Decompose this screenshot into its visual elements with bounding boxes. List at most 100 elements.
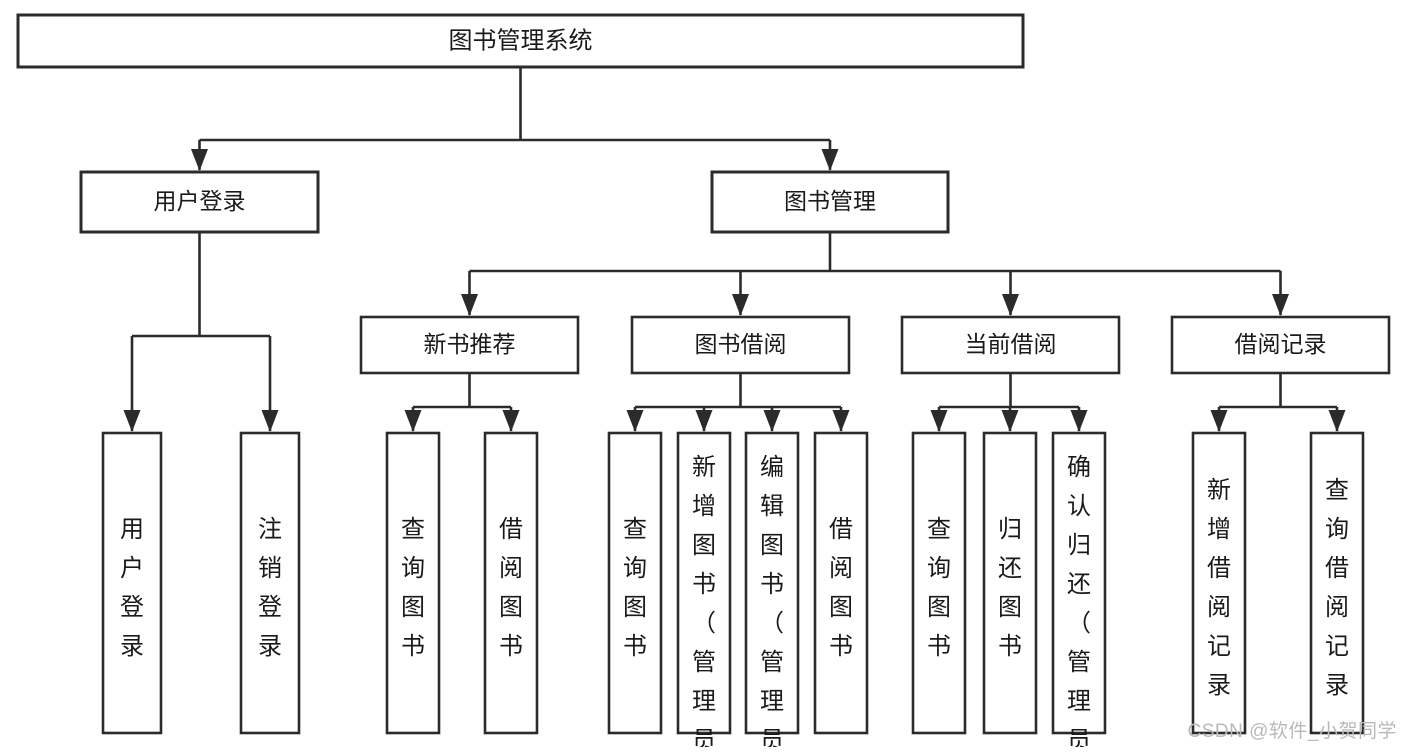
leaf-box-query-borrow-record[interactable] (1309, 431, 1365, 735)
arrow-head (123, 410, 141, 432)
leaf-label-char: 记 (1207, 633, 1231, 660)
leaf-label-char: 书 (499, 633, 523, 660)
leaf-label-char: 图 (760, 532, 784, 559)
leaf-box-borrow-book-2[interactable] (813, 431, 869, 735)
arrow-head (763, 410, 781, 432)
leaf-label-char: 新 (1207, 477, 1231, 504)
leaf-label-char: 借 (1325, 555, 1349, 582)
leaf-box-user-logout-leaf[interactable] (239, 431, 301, 735)
leaf-label-char: （ (760, 610, 784, 637)
node-box-new-book-recommend[interactable] (359, 315, 580, 375)
leaf-label-char: 员 (692, 727, 716, 747)
arrow-head (261, 410, 279, 432)
node-box-user-login[interactable] (79, 170, 320, 234)
leaf-box-query-book-2[interactable] (607, 431, 663, 735)
leaf-box-user-login-leaf[interactable] (101, 431, 163, 735)
leaf-label-char: 新 (692, 454, 716, 481)
leaf-label-char: 图 (998, 594, 1022, 621)
leaf-box-add-borrow-record[interactable] (1191, 431, 1247, 735)
leaf-label-char: 管 (1067, 649, 1091, 676)
node-label-borrow-records: 借阅记录 (1235, 331, 1327, 357)
leaf-label-char: 图 (623, 594, 647, 621)
connector-layer (123, 67, 1346, 432)
node-label-book-manage: 图书管理 (784, 188, 876, 214)
leaf-label-char: 户 (120, 555, 144, 582)
leaf-label-char: 阅 (1325, 594, 1349, 621)
leaf-label-char: 理 (692, 688, 716, 715)
leaf-box-confirm-return-admin[interactable] (1051, 431, 1107, 735)
leaf-label-char: 辑 (760, 493, 784, 520)
leaf-label-char: 编 (760, 454, 784, 481)
arrow-head (502, 410, 520, 432)
arrow-head (626, 410, 644, 432)
leaf-label-char: 图 (499, 594, 523, 621)
leaf-box-edit-book-admin[interactable] (744, 431, 800, 735)
leaf-label-char: 用 (120, 516, 144, 543)
node-box-current-borrow[interactable] (900, 315, 1121, 375)
watermark-text: CSDN @软件_小贺同学 (1187, 721, 1397, 742)
leaf-label-char: 书 (401, 633, 425, 660)
node-box-borrow-records[interactable] (1170, 315, 1391, 375)
leaf-label-char: 记 (1325, 633, 1349, 660)
leaf-label-char: 录 (1325, 672, 1349, 699)
leaf-label-char: 图 (927, 594, 951, 621)
arrow-head (832, 410, 850, 432)
arrow-head (461, 294, 478, 316)
leaf-label-char: 理 (1067, 688, 1091, 715)
leaf-label-char: 询 (927, 555, 951, 582)
leaf-label-char: 录 (1207, 672, 1231, 699)
leaf-box-query-book-1[interactable] (385, 431, 441, 735)
arrow-head (1272, 294, 1289, 316)
leaf-label-char: 登 (120, 594, 144, 621)
node-root-label: 图书管理系统 (449, 27, 593, 54)
leaf-label-char: 增 (692, 493, 716, 520)
arrow-head (191, 149, 208, 171)
leaf-label-char: 书 (998, 633, 1022, 660)
node-layer: 图书管理系统用户登录图书管理新书推荐图书借阅当前借阅借阅记录用户登录注销登录查询… (16, 13, 1391, 752)
node-box-book-manage[interactable] (710, 170, 950, 234)
leaf-label-char: （ (692, 610, 716, 637)
arrow-head (732, 294, 749, 316)
leaf-label-char: 查 (401, 516, 425, 543)
leaf-label-char: 书 (692, 571, 716, 598)
leaf-label-char: 书 (623, 633, 647, 660)
leaf-box-return-book[interactable] (982, 431, 1038, 735)
leaf-label-char: 还 (1067, 571, 1091, 598)
leaf-label-char: 认 (1067, 493, 1091, 520)
leaf-label-char: 确 (1067, 454, 1091, 481)
leaf-label-char: 员 (760, 727, 784, 747)
arrow-head (1002, 294, 1019, 316)
leaf-label-char: 理 (760, 688, 784, 715)
node-root-box[interactable] (16, 13, 1025, 69)
arrow-head (404, 410, 422, 432)
leaf-label-char: 归 (998, 516, 1022, 543)
node-label-current-borrow: 当前借阅 (965, 331, 1057, 357)
leaf-label-char: 注 (258, 516, 282, 543)
leaf-label-char: 登 (258, 594, 282, 621)
leaf-label-char: （ (1067, 610, 1091, 637)
leaf-box-borrow-book-1[interactable] (483, 431, 539, 735)
arrow-head (1001, 410, 1019, 432)
node-label-new-book-recommend: 新书推荐 (424, 331, 516, 357)
leaf-label-char: 询 (623, 555, 647, 582)
arrow-head (695, 410, 713, 432)
leaf-label-char: 查 (927, 516, 951, 543)
leaf-label-char: 阅 (1207, 594, 1231, 621)
node-label-book-borrow: 图书借阅 (695, 331, 787, 357)
leaf-box-add-book-admin[interactable] (676, 431, 732, 735)
leaf-box-query-book-3[interactable] (911, 431, 967, 735)
leaf-label-char: 书 (829, 633, 853, 660)
leaf-label-char: 管 (692, 649, 716, 676)
leaf-label-char: 销 (258, 555, 282, 582)
leaf-label-char: 阅 (499, 555, 523, 582)
node-box-book-borrow[interactable] (630, 315, 851, 375)
